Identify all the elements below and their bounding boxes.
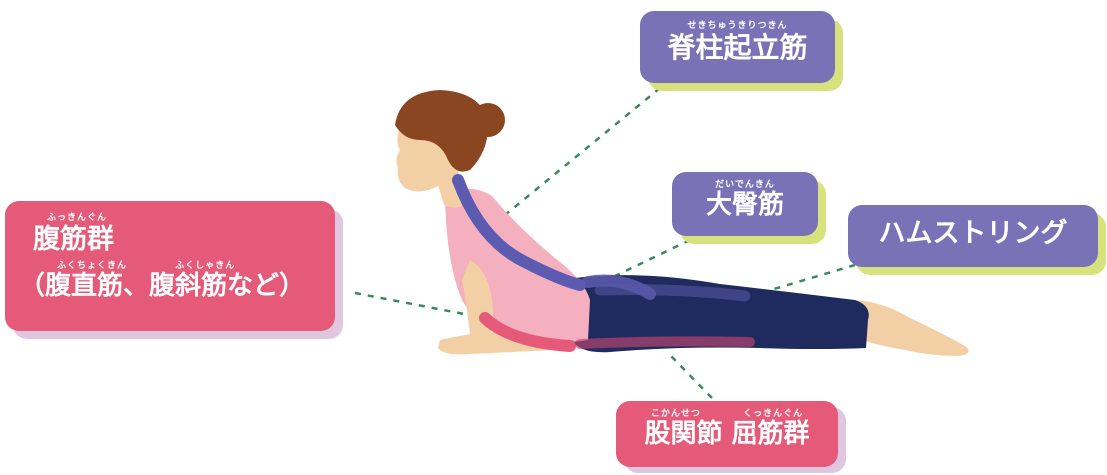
- label-hip-flexors: こかんせつ くっきんぐん 股関節 屈筋群: [616, 401, 838, 467]
- leader-line-gluteus: [615, 240, 690, 276]
- leader-line-hip: [670, 355, 712, 398]
- label-hamstring: ハムストリング: [848, 205, 1098, 267]
- hip-flexor-highlight: [580, 341, 750, 344]
- label-gluteus-maximus: だいでんきん 大臀筋: [672, 172, 818, 236]
- hamstring-highlight: [600, 290, 745, 296]
- foot: [850, 300, 969, 356]
- abdominal-detail-label: （腹直筋、腹斜筋など）: [19, 272, 335, 302]
- label-abdominal-muscles: ふっきんぐん 腹筋群 ふくちょくきん ふくしゃきん （腹直筋、腹斜筋など）: [5, 201, 335, 331]
- hair-bun: [471, 103, 505, 137]
- gluteus-label: 大臀筋: [672, 191, 818, 221]
- label-erector-spinae: せきちゅうきりつきん 脊柱起立筋: [640, 11, 835, 83]
- flexor-ruby: くっきんぐん: [743, 409, 803, 419]
- hip-joint-ruby: こかんせつ: [651, 409, 701, 419]
- erector-label: 脊柱起立筋: [640, 32, 835, 64]
- abdominal-ruby: ふっきんぐん: [33, 213, 335, 224]
- oblique-ruby: ふくしゃきん: [175, 261, 235, 271]
- abdominal-label: 腹筋群: [33, 224, 335, 255]
- hip-flexor-label: 股関節 屈筋群: [616, 420, 838, 450]
- rectus-ruby: ふくちょくきん: [57, 261, 127, 271]
- hamstring-label: ハムストリング: [848, 218, 1098, 249]
- leader-line-erector: [505, 88, 660, 215]
